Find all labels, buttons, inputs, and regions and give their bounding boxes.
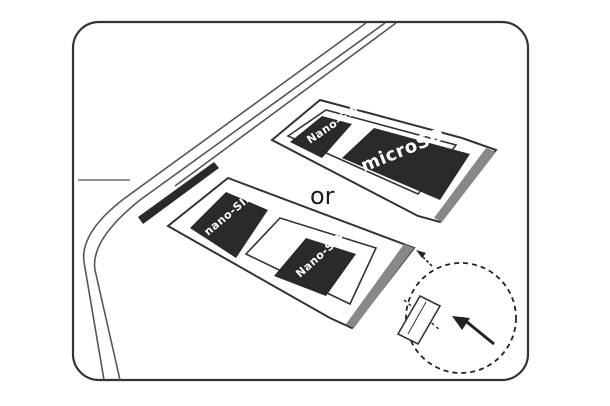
or-connector: or (310, 182, 335, 210)
tray-top-nano-sim-card (290, 116, 352, 158)
phone-body (78, 22, 397, 381)
sim-eject-pin-icon (396, 294, 495, 346)
pinhole-arrow-icon (416, 250, 433, 267)
dashed-magnifier-circle-icon (403, 262, 517, 374)
tray-bottom-second-nano-sim-card (274, 238, 356, 296)
phone-side-slot (138, 162, 219, 224)
insert-arrow-icon (452, 316, 470, 330)
tray-bottom-nano-sim-card (190, 192, 268, 258)
tray-top: Nano-SIM microSD (270, 98, 498, 224)
tray-top-microsd-card (342, 128, 470, 200)
tray-bottom: nano-SIM Nano-SIM (166, 176, 416, 330)
